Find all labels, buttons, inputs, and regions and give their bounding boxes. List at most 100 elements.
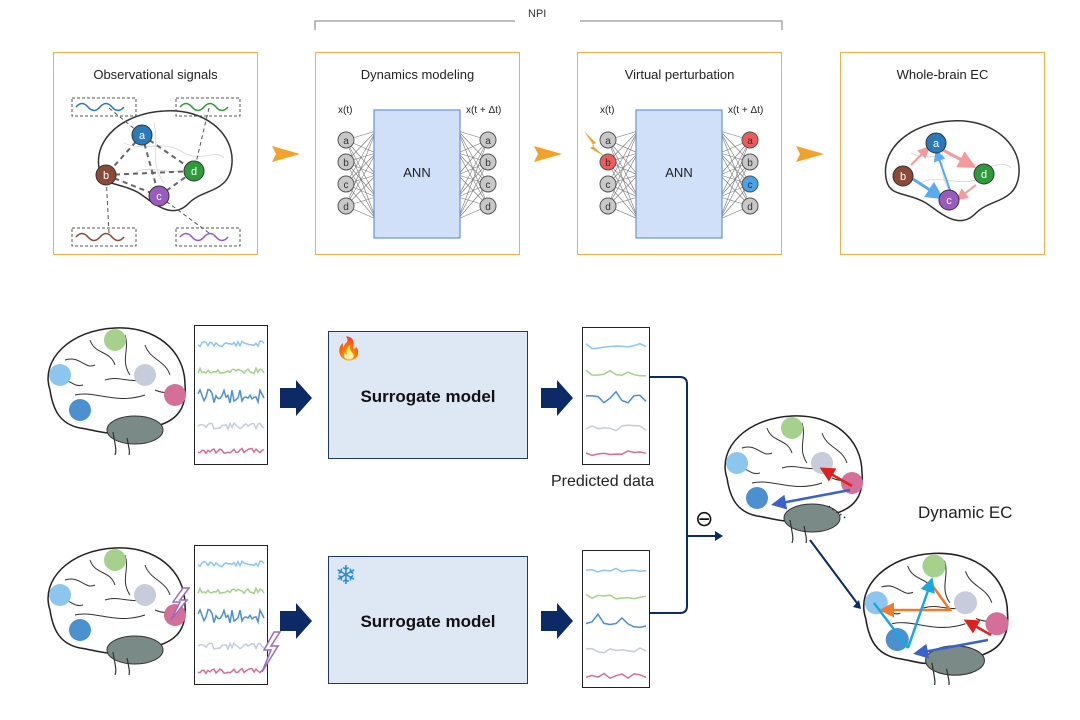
ec-edge [906,577,935,649]
node-c: c [938,189,960,211]
snowflake-icon: ❄ [335,560,357,590]
ann-label: ANN [403,165,430,180]
flow-arrow-icon [541,380,573,416]
svg-text:b: b [485,158,491,169]
time-progression-arrow [809,539,861,609]
svg-text:c: c [344,180,349,191]
ann-node-a: a [337,131,355,149]
signal-trace [197,667,265,675]
region-3 [746,487,768,509]
signal-traces [585,567,647,680]
region-2 [104,329,126,351]
signal-trace [585,390,647,404]
ann-label: ANN [665,165,692,180]
svg-text:c: c [946,195,952,207]
signal-trace [585,450,647,457]
panel-observational-signals: Observational signals [53,52,258,255]
signal-trace [585,613,647,629]
flow-arrow-icon [272,146,300,162]
node-b: b [95,164,117,186]
region-4 [811,452,833,474]
region-5 [841,472,863,494]
brain-illustration-dynamic-ec [863,552,1009,685]
signal-trace [197,339,265,348]
panel-whole-brain-ec: Whole-brain EC a b c d [840,52,1045,255]
svg-text:c: c [156,191,162,203]
input-label: x(t) [600,105,614,116]
ann-node-a: a [741,131,759,149]
signal-trace [197,366,265,375]
ann-node-d: d [337,197,355,215]
cerebellum [783,503,841,533]
region-2 [922,554,946,578]
panel-title: Observational signals [93,67,218,82]
svg-text:d: d [747,202,753,213]
brain-outline [884,120,1020,222]
ann-node-c: c [337,175,355,193]
observed-signals-box-top [194,325,268,465]
ann-block [635,109,723,239]
panel-title: Virtual perturbation [624,67,735,82]
ann-node-a: a [479,131,497,149]
brain-illustration-ec-step [724,415,863,543]
cerebellum [106,635,164,665]
signal-a [75,102,125,112]
brain-illustration-perturbed [47,547,191,675]
svg-text:a: a [605,136,611,147]
npi-bracket [314,20,783,30]
signal-trace [197,559,265,568]
observational-brain-diagram: a b c d [71,97,241,247]
ann-block [373,109,461,239]
minus-symbol: ⊖ [695,506,714,531]
svg-text:d: d [191,166,197,178]
region-1 [726,452,748,474]
svg-text:a: a [139,130,146,142]
ann-node-b: b [599,153,617,171]
ann-node-c: c [741,175,759,193]
region-4 [134,364,156,386]
signal-trace [197,586,265,595]
signal-trace [585,342,647,350]
signal-traces [197,559,265,675]
signal-trace [585,593,647,600]
panel-title: Dynamics modeling [360,67,475,82]
edge-c-a [933,149,952,194]
node-d: d [183,160,205,182]
edge-a-d [940,147,977,168]
svg-text:b: b [103,170,109,182]
svg-text:d: d [981,169,987,181]
signal-traces [197,339,265,455]
flow-arrow-icon [796,146,824,162]
region-3 [885,627,909,652]
cerebellum [106,415,164,445]
panel-title: Whole-brain EC [896,67,989,82]
ann-node-d: d [599,197,617,215]
region-2 [781,417,803,439]
output-label: x(t + Δt) [466,105,501,116]
ann-node-b: b [479,153,497,171]
ec-edge [771,488,851,510]
region-1 [49,364,71,386]
predicted-signals-box-top [582,327,650,465]
signal-c [179,232,229,242]
edge-b-c [912,177,945,200]
svg-text:a: a [343,136,349,147]
svg-text:c: c [606,180,611,191]
ann-node-b: b [337,153,355,171]
output-label: x(t + Δt) [728,105,763,116]
signal-trace [197,421,265,431]
ec-edge [913,638,989,659]
svg-text:a: a [933,138,940,150]
ann-node-d: d [741,197,759,215]
predicted-signals-box-bottom [582,550,650,688]
ann-node-c: c [479,175,497,193]
signal-trace [197,387,265,405]
region-5 [985,612,1009,636]
input-label: x(t) [338,105,352,116]
signal-trace [585,424,647,432]
ann-node-b: b [741,153,759,171]
region-3 [69,399,91,421]
